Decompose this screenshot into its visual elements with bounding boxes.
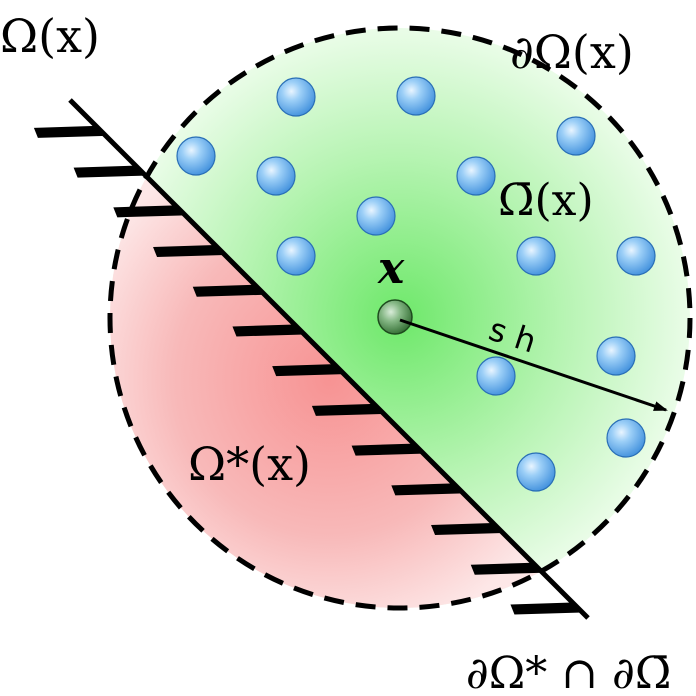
particle: [276, 77, 316, 117]
wall-hatch-mark: [113, 205, 186, 218]
particles: [176, 76, 656, 492]
particle: [556, 116, 596, 156]
label-omega-x: Ω(x): [0, 9, 100, 63]
center-particle: [377, 299, 413, 335]
wall-hatches: [33, 125, 583, 615]
label-omega-bar-x: Ω̄(x): [498, 175, 594, 226]
wall-hatch-mark: [33, 125, 106, 138]
wall-hatch-mark: [153, 245, 226, 258]
particle: [176, 136, 216, 176]
particle: [516, 236, 556, 276]
particle: [456, 156, 496, 196]
particle: [276, 236, 316, 276]
particle: [396, 76, 436, 116]
wall-hatch-mark: [351, 443, 424, 456]
particle: [356, 196, 396, 236]
wall-hatch-mark: [232, 324, 305, 337]
wall-boundary: [33, 98, 590, 620]
particle: [256, 156, 296, 196]
label-boundary-omega-x: ∂Ω(x): [510, 25, 634, 79]
wall-hatch-mark: [311, 403, 384, 416]
wall-hatch-mark: [510, 602, 583, 615]
boundary-circle: [107, 25, 693, 611]
particle: [476, 356, 516, 396]
wall-hatch-mark: [192, 284, 265, 297]
wall-hatch-mark: [73, 165, 146, 178]
wall-hatch-mark: [431, 523, 504, 536]
particle: [606, 418, 646, 458]
label-boundary-intersection: ∂Ω* ∩ ∂Ω̄: [466, 648, 671, 696]
radius-arrow: [399, 318, 668, 412]
label-x-point: x: [377, 243, 405, 294]
particle: [596, 336, 636, 376]
particle: [616, 236, 656, 276]
wall-hatch-mark: [272, 364, 345, 377]
wall-hatch-mark: [470, 562, 543, 575]
particle: [516, 452, 556, 492]
wall-hatch-mark: [391, 483, 464, 496]
label-omega-star-x: Ω*(x): [188, 437, 311, 491]
